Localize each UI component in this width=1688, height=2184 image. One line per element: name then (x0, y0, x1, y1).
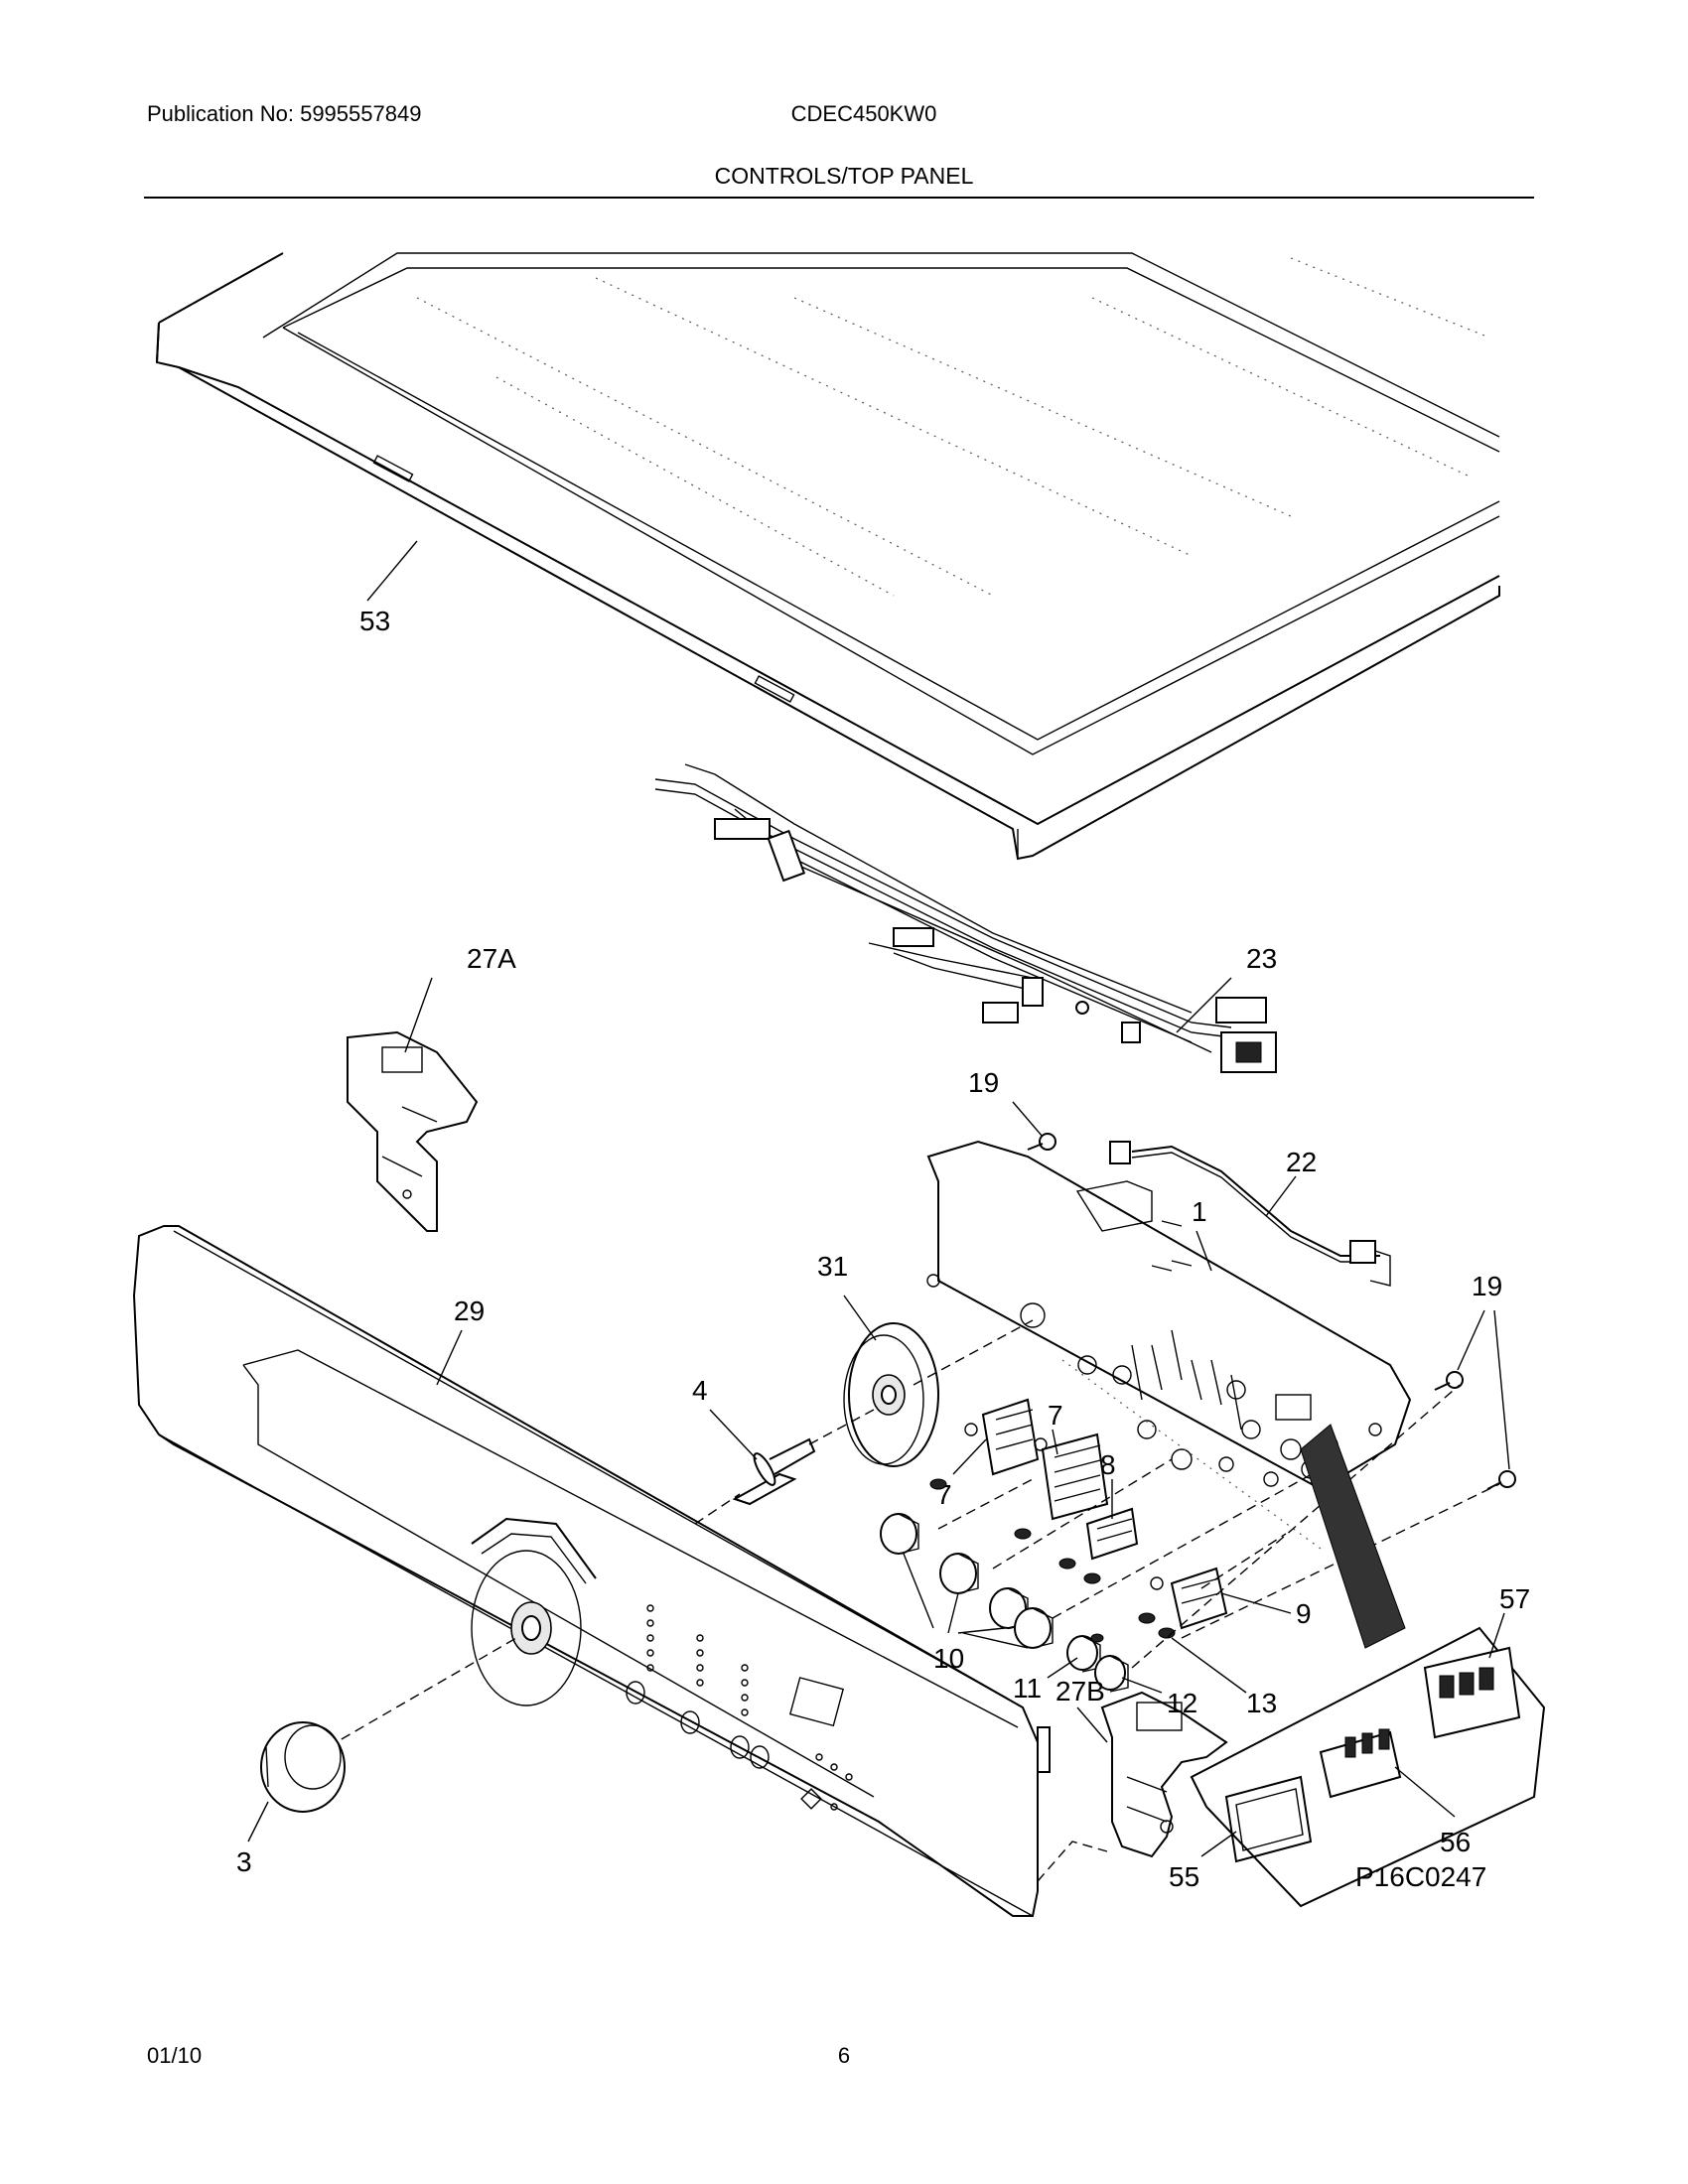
callout-4: 4 (692, 1375, 708, 1406)
callout-56: 56 (1440, 1827, 1471, 1857)
display-57-part (1423, 1646, 1521, 1739)
screw-19b (1434, 1371, 1516, 1490)
publication-number: Publication No: 5995557849 (147, 101, 422, 126)
callout-19-upper: 19 (968, 1067, 999, 1098)
callout-22: 22 (1286, 1147, 1317, 1177)
knob-3-part (260, 1721, 346, 1813)
callout-31: 31 (817, 1251, 848, 1282)
model-number: CDEC450KW0 (790, 101, 937, 126)
callout-19-right: 19 (1472, 1271, 1502, 1301)
section-title: CONTROLS/TOP PANEL (714, 163, 974, 189)
callout-13: 13 (1246, 1688, 1277, 1718)
light-pipe-8 (1085, 1507, 1139, 1561)
callout-29: 29 (454, 1296, 485, 1326)
connector-56-part (1319, 1728, 1402, 1799)
shaft-4-part (732, 1437, 816, 1506)
drawing-id: P16C0247 (1355, 1861, 1486, 1892)
callout-27a: 27A (467, 943, 516, 974)
assembly-guide-lines (327, 1319, 1500, 1882)
callout-53: 53 (359, 606, 390, 636)
footer-date: 01/10 (147, 2043, 203, 2068)
header-divider (144, 197, 1534, 199)
display-lens-55-part (1224, 1775, 1313, 1863)
display-inset (1190, 1424, 1546, 1908)
screw-19a (1027, 1133, 1056, 1151)
bracket-27b-part (1100, 1691, 1228, 1858)
bracket-27a-part (347, 1030, 479, 1232)
page-number: 6 (837, 2043, 851, 2068)
springs-part (929, 1478, 1176, 1639)
top-panel-part (155, 252, 1500, 861)
light-pipe-7-left (964, 1398, 1040, 1476)
callout-8: 8 (1100, 1449, 1116, 1480)
callout-11: 11 (1013, 1673, 1042, 1704)
console-panel-part (132, 1225, 1051, 1917)
light-pipe-7-right (1034, 1433, 1109, 1521)
button-11-12-part (1066, 1633, 1129, 1693)
control-board-part (926, 1140, 1412, 1550)
callout-27b: 27B (1055, 1676, 1105, 1706)
wire-22-part (1109, 1141, 1391, 1287)
wire-harness-part (654, 763, 1277, 1073)
callout-23: 23 (1246, 943, 1277, 974)
light-pipe-9 (1150, 1567, 1228, 1630)
knob-disc-part (843, 1322, 939, 1467)
callout-9: 9 (1296, 1598, 1312, 1629)
callout-57: 57 (1499, 1583, 1530, 1614)
callout-55: 55 (1169, 1861, 1199, 1892)
callout-1: 1 (1192, 1196, 1207, 1227)
callout-3: 3 (236, 1846, 252, 1877)
callout-7-right: 7 (1048, 1400, 1063, 1431)
